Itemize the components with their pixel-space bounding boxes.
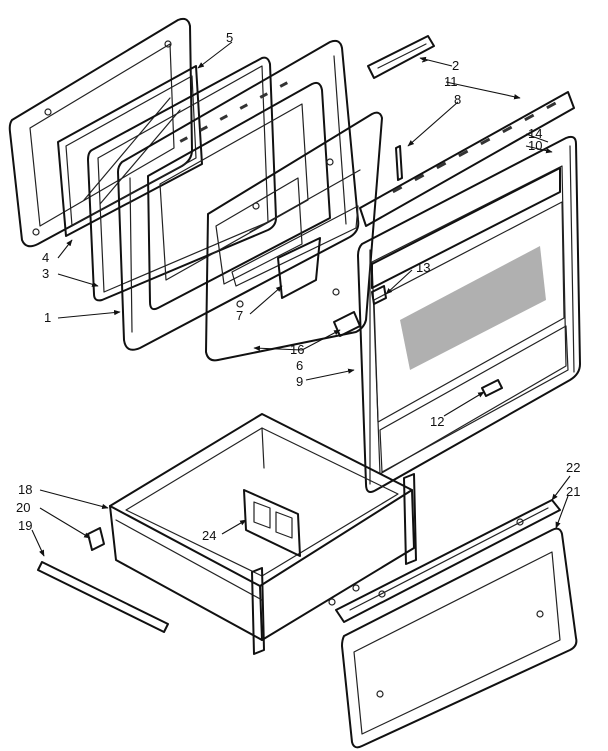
storage-drawer <box>109 413 417 655</box>
callout-11: 11 <box>444 74 458 89</box>
callout-14: 14 <box>528 126 542 141</box>
top-trim-strip <box>367 35 435 79</box>
drawer-glide-rail <box>37 561 169 633</box>
callout-10: 10 <box>528 138 542 153</box>
window-insert <box>249 169 361 299</box>
callout-19: 19 <box>18 518 32 533</box>
vent-trim <box>359 91 575 227</box>
callout-21: 21 <box>566 484 580 499</box>
callout-6: 6 <box>296 358 303 373</box>
callout-3: 3 <box>42 266 49 281</box>
callout-5: 5 <box>226 30 233 45</box>
callout-9: 9 <box>296 374 303 389</box>
door-spring <box>395 145 403 181</box>
callout-1: 1 <box>44 310 51 325</box>
callout-labels: 5 2 11 8 14 10 4 3 1 7 16 6 9 13 12 18 2… <box>16 30 580 543</box>
door-front-assembly <box>333 135 581 493</box>
callout-18: 18 <box>18 482 32 497</box>
leader-lines <box>31 41 571 557</box>
callout-2: 2 <box>452 58 459 73</box>
callout-24: 24 <box>202 528 216 543</box>
callout-8: 8 <box>454 92 461 107</box>
inner-door-panel <box>205 111 383 362</box>
callout-7: 7 <box>236 308 243 323</box>
drawer-clip <box>87 527 105 551</box>
drawer-top-trim <box>335 499 561 623</box>
callout-13: 13 <box>416 260 430 275</box>
callout-22: 22 <box>566 460 580 475</box>
callout-4: 4 <box>42 250 49 265</box>
callout-16: 16 <box>290 342 304 357</box>
callout-12: 12 <box>430 414 444 429</box>
drawer-front-panel <box>341 527 578 749</box>
inner-door-liner <box>117 39 360 351</box>
callout-20: 20 <box>16 500 30 515</box>
